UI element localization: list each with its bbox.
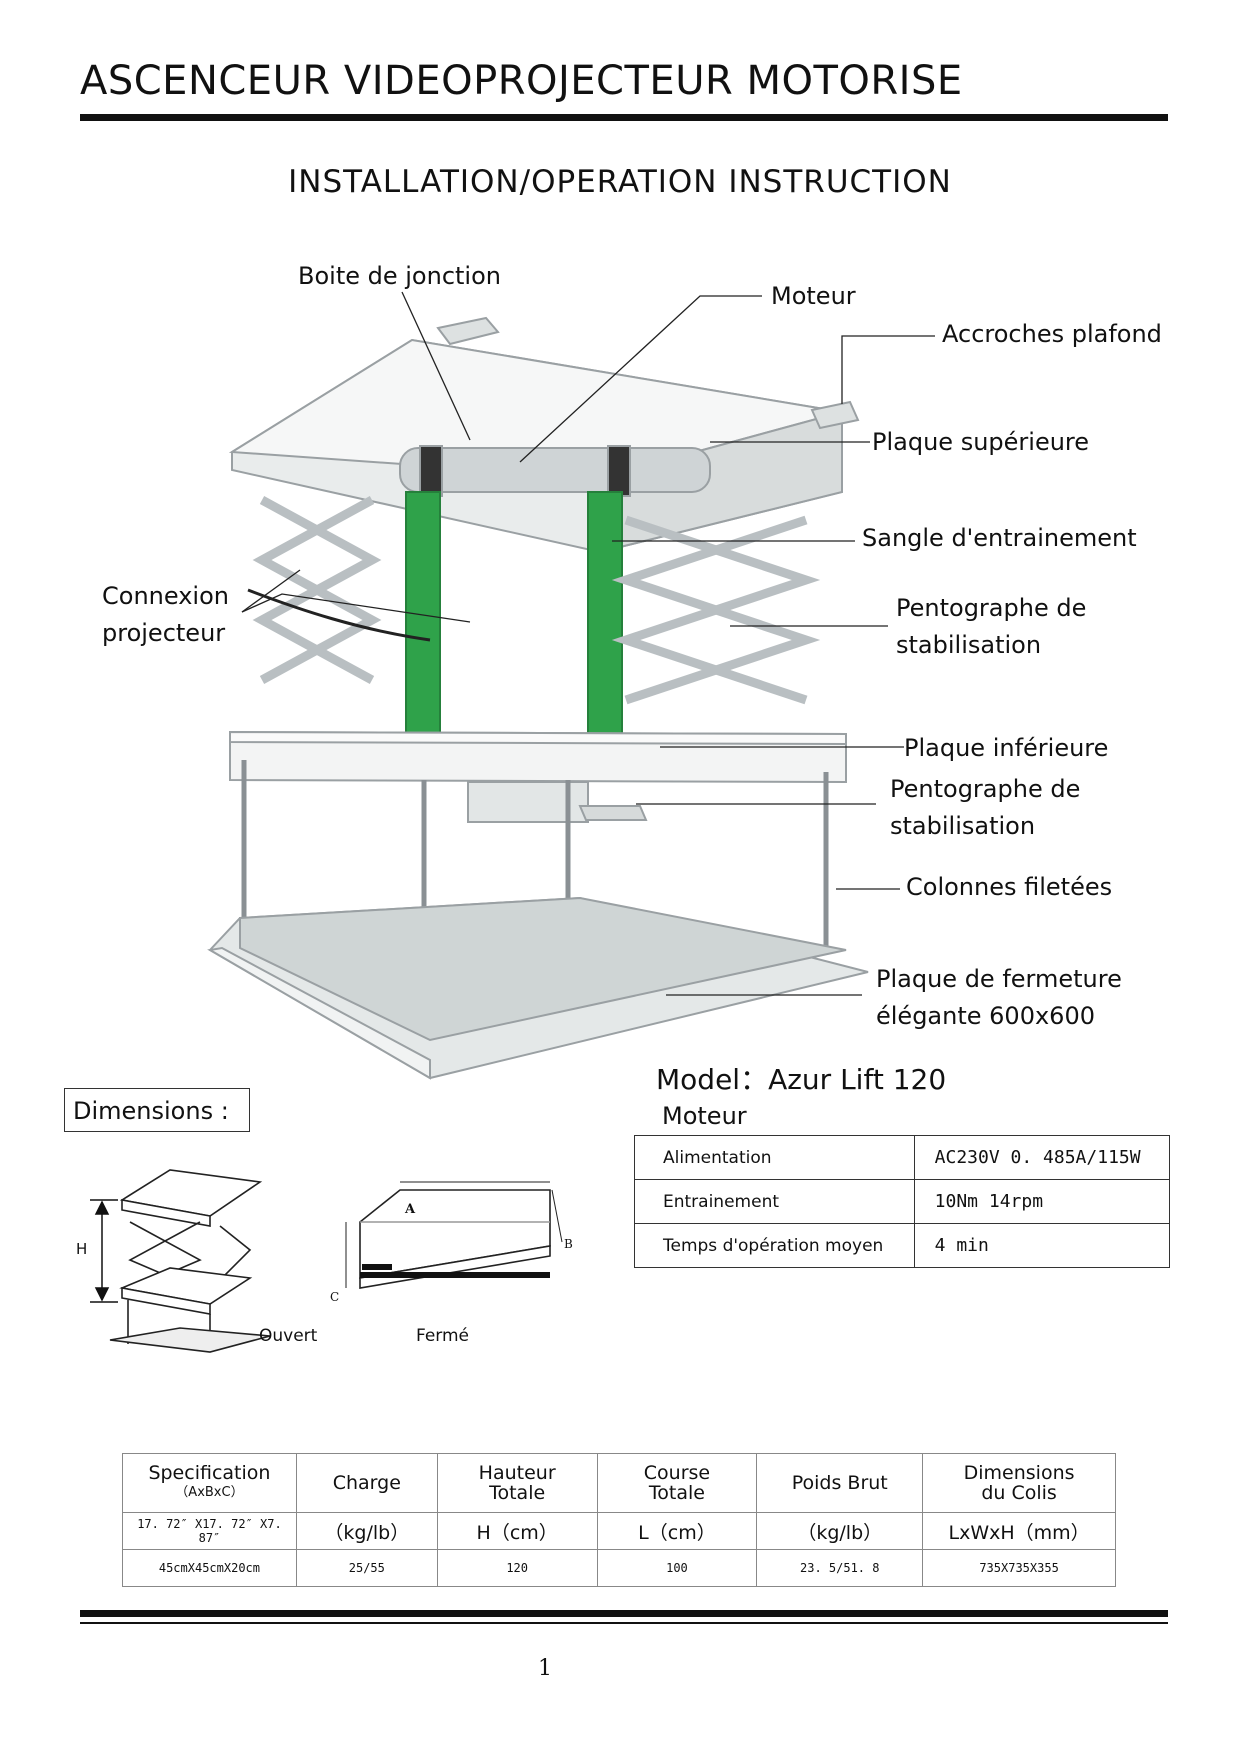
label-bottom-plate: Plaque inférieure <box>904 734 1109 762</box>
label-top-plate: Plaque supérieure <box>872 428 1090 456</box>
open-label: Ouvert <box>259 1326 318 1346</box>
label-closing-plate-line2: élégante 600x600 <box>876 1002 1095 1030</box>
spec-header-line2: Totale <box>489 1482 546 1504</box>
spec-header-cell: Poids Brut <box>756 1453 924 1513</box>
closed-label: Fermé <box>416 1326 470 1346</box>
label-ceiling-hooks: Accroches plafond <box>942 320 1162 348</box>
label-projector-connection-line2: projecteur <box>102 619 226 647</box>
dimension-b-letter: B <box>564 1237 573 1251</box>
motor-row-value: 10Nm 14rpm <box>913 1179 1171 1224</box>
label-stabilization-pantograph-2-line2: stabilisation <box>890 812 1036 840</box>
lift-diagram <box>207 291 935 1080</box>
motor-row: Temps d'opération moyen 4 min <box>634 1223 1171 1268</box>
spec-value-cell: 23. 5/51. 8 <box>756 1549 924 1587</box>
label-stabilization-pantograph-2-line1: Pentographe de <box>890 775 1081 803</box>
motor-row: Entrainement 10Nm 14rpm <box>634 1179 1171 1224</box>
label-stabilization-pantograph-2: Pentographe de stabilisation <box>890 771 1080 845</box>
spec-header-line1: Charge <box>332 1472 401 1494</box>
motor-row-value: 4 min <box>913 1223 1171 1268</box>
spec-header-cell: Specification（AxBxC） <box>122 1453 297 1513</box>
projector-lift-illustration <box>207 316 869 1080</box>
motor-row-label: Alimentation <box>634 1135 915 1180</box>
motor-heading: Moteur <box>662 1102 747 1130</box>
closed-lift-sketch <box>345 1181 563 1289</box>
spec-header-cell: Charge <box>295 1453 438 1513</box>
spec-unit-cell: LxWxH（mm） <box>922 1512 1116 1550</box>
page-title: ASCENCEUR VIDEOPROJECTEUR MOTORISE <box>80 58 963 104</box>
spec-unit-cell: H（cm） <box>436 1512 598 1550</box>
page-number: 1 <box>538 1656 552 1681</box>
spec-unit-cell: L（cm） <box>596 1512 758 1550</box>
label-closing-plate-line1: Plaque de fermeture <box>876 965 1122 993</box>
label-projector-connection: Connexion projecteur <box>102 578 229 652</box>
height-dimension-arrow <box>90 1199 118 1303</box>
spec-header-line2: （AxBxC） <box>175 1485 244 1500</box>
motor-row: Alimentation AC230V 0. 485A/115W <box>634 1135 1171 1180</box>
spec-units-row: 17. 72″ X17. 72″ X7. 87″ （kg/lb） H（cm） L… <box>122 1512 1116 1550</box>
spec-values-row: 45cmX45cmX20cm 25/55 120 100 23. 5/51. 8… <box>122 1549 1116 1587</box>
dimension-h-letter: H <box>76 1240 88 1258</box>
title-rule <box>80 114 1168 121</box>
dimensions-label: Dimensions : <box>64 1088 250 1132</box>
spec-header-line1: Specification <box>148 1462 271 1484</box>
spec-header-line2: du Colis <box>981 1482 1057 1504</box>
label-closing-plate: Plaque de fermeture élégante 600x600 <box>876 961 1122 1035</box>
open-lift-sketch <box>109 1169 271 1353</box>
label-drive-strap: Sangle d'entrainement <box>862 524 1137 552</box>
dimension-c-letter: C <box>330 1290 340 1304</box>
spec-header-line2: Totale <box>648 1482 705 1504</box>
spec-value-cell: 120 <box>436 1549 598 1587</box>
spec-value-cell: 735X735X355 <box>922 1549 1116 1587</box>
label-junction-box: Boite de jonction <box>298 262 501 290</box>
motor-row-value: AC230V 0. 485A/115W <box>913 1135 1171 1180</box>
spec-header-line1: Poids Brut <box>791 1472 888 1494</box>
spec-header-line1: Course <box>643 1462 711 1484</box>
label-motor: Moteur <box>771 282 856 310</box>
footer-rule-thick <box>80 1610 1168 1617</box>
label-stabilization-pantograph-1-line1: Pentographe de <box>896 594 1087 622</box>
spec-value-cell: 25/55 <box>295 1549 438 1587</box>
label-stabilization-pantograph-1-line2: stabilisation <box>896 631 1042 659</box>
spec-unit-cell: （kg/lb） <box>756 1512 924 1550</box>
footer-rule-thin <box>80 1622 1168 1624</box>
spec-value-cell: 45cmX45cmX20cm <box>122 1549 297 1587</box>
spec-value-cell: 100 <box>596 1549 758 1587</box>
spec-header-line1: Dimensions <box>963 1462 1075 1484</box>
leader-lines <box>241 291 935 996</box>
spec-unit-cell: 17. 72″ X17. 72″ X7. 87″ <box>122 1512 297 1550</box>
dimension-a-letter: A <box>405 1202 416 1217</box>
dimension-thumbnails <box>90 1169 563 1353</box>
motor-row-label: Temps d'opération moyen <box>634 1223 915 1268</box>
label-threaded-columns: Colonnes filetées <box>906 873 1113 901</box>
model-label: Model：Azur Lift 120 <box>656 1063 947 1096</box>
spec-unit-cell: （kg/lb） <box>295 1512 438 1550</box>
label-stabilization-pantograph-1: Pentographe de stabilisation <box>896 590 1086 664</box>
motor-row-label: Entrainement <box>634 1179 915 1224</box>
motor-table: Alimentation AC230V 0. 485A/115W Entrain… <box>634 1135 1171 1268</box>
label-projector-connection-line1: Connexion <box>102 582 229 610</box>
spec-header-line1: Hauteur <box>478 1462 556 1484</box>
page-subtitle: INSTALLATION/OPERATION INSTRUCTION <box>288 164 952 200</box>
